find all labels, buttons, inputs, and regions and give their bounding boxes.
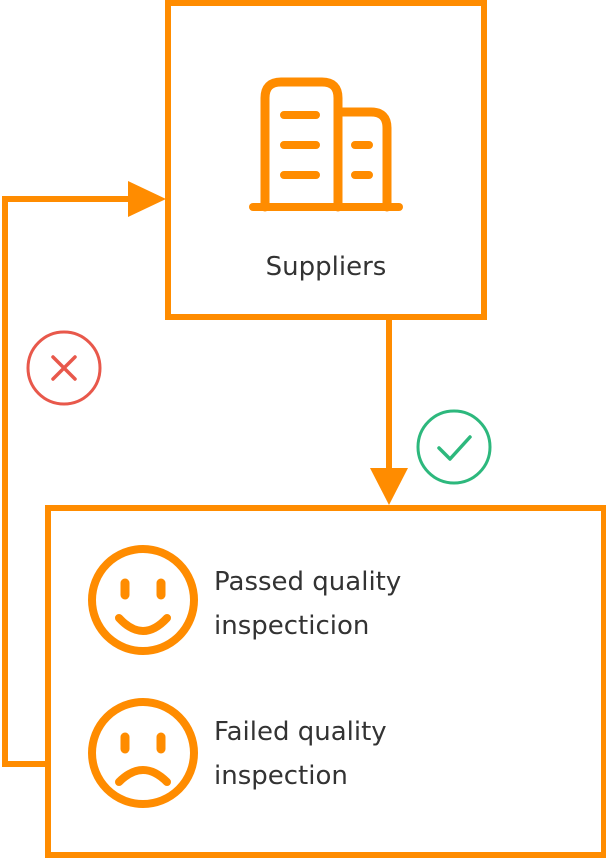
check-circle-icon: [416, 409, 492, 485]
failed-label-line1: Failed quality: [214, 717, 387, 747]
x-circle-icon: [26, 330, 102, 406]
passed-inspection-label: Passed quality inspecticion: [214, 560, 401, 648]
suppliers-box: [165, 0, 487, 320]
fail-loop-arrow: [2, 181, 166, 767]
outcomes-box: [45, 505, 606, 858]
suppliers-label: Suppliers: [265, 252, 387, 282]
passed-label-line2: inspecticion: [214, 611, 370, 641]
pass-arrow: [370, 317, 408, 505]
buildings-icon: [249, 77, 403, 212]
passed-label-line1: Passed quality: [214, 567, 402, 597]
failed-label-line2: inspection: [214, 761, 348, 791]
smiley-face-icon: [88, 545, 198, 655]
sad-face-icon: [88, 698, 198, 808]
failed-inspection-label: Failed quality inspection: [214, 710, 387, 798]
